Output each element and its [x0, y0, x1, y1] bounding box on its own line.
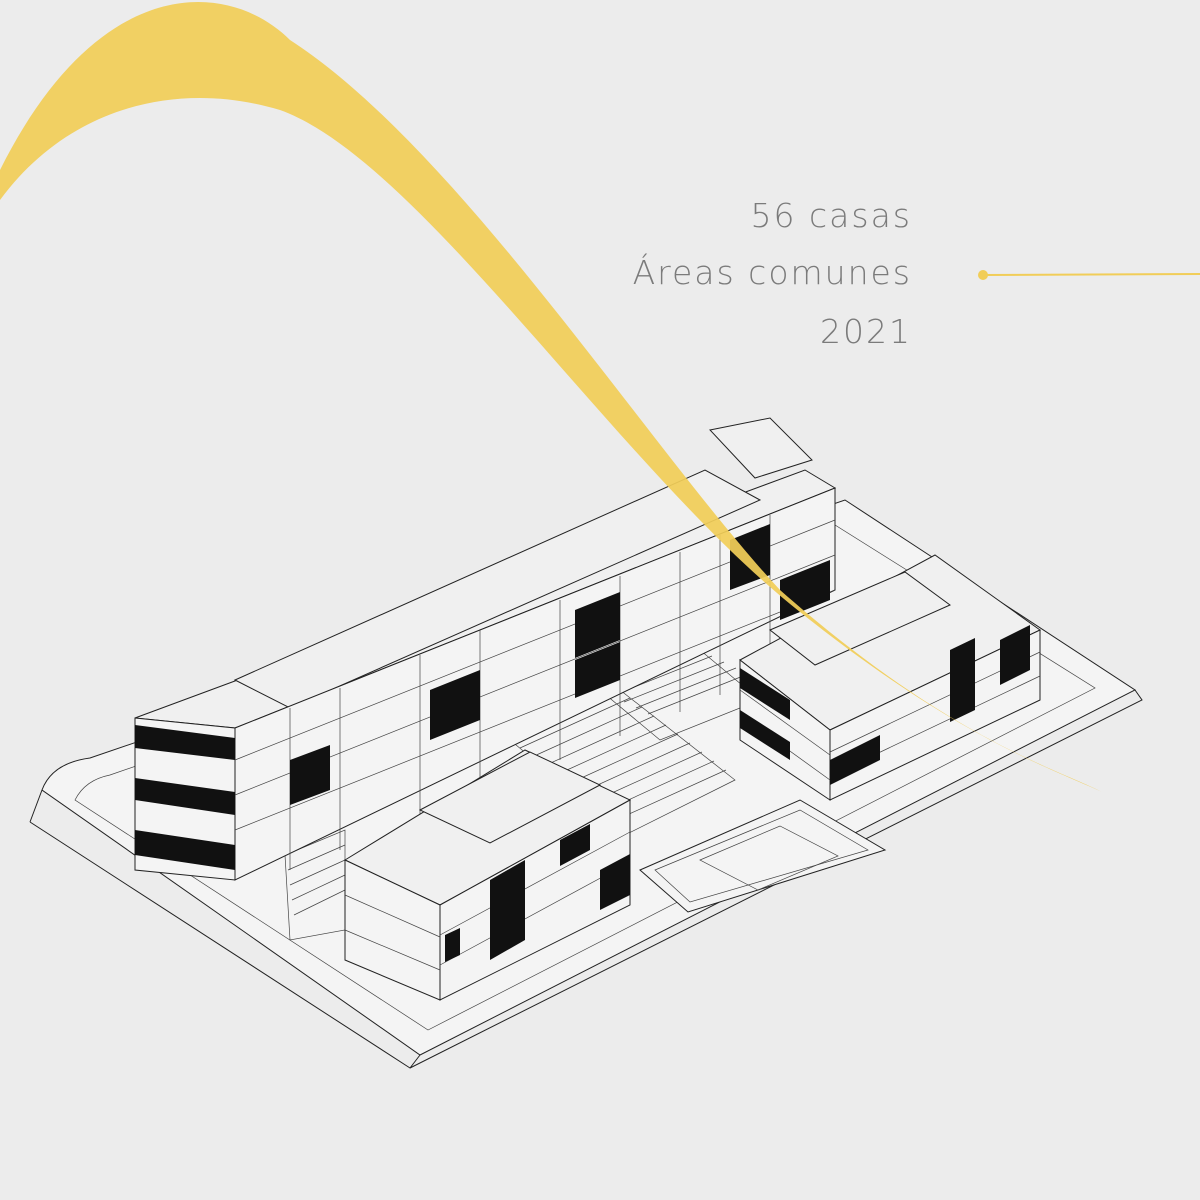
dot-line-pointer-icon: [978, 270, 1200, 280]
caption-year: 2021: [820, 312, 912, 351]
building-front: [343, 749, 632, 1001]
yellow-sweep: [0, 2, 1102, 792]
courtyard-pool: [639, 799, 887, 913]
caption-common-areas: Áreas comunes: [632, 253, 912, 292]
building-right: [739, 554, 1041, 801]
building-long: [134, 417, 837, 881]
caption-houses: 56 casas: [750, 196, 912, 235]
